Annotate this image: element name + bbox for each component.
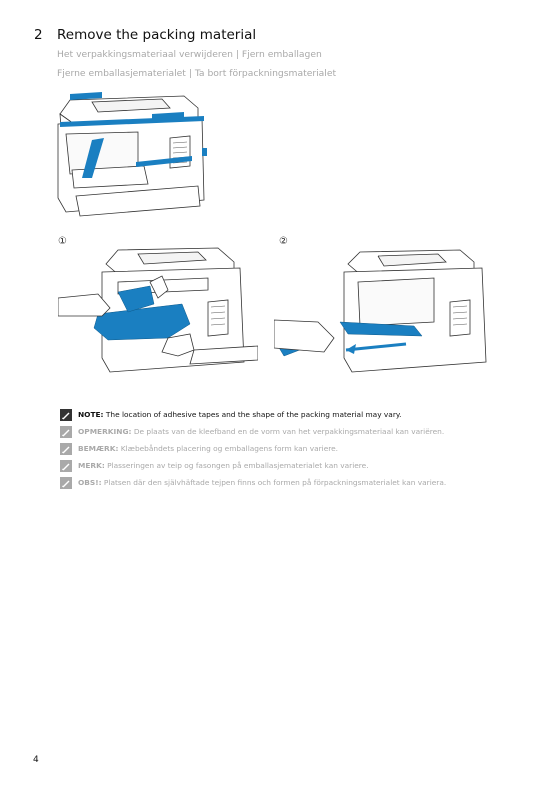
note-da: BEMÆRK: Klæbebåndets placering og emball…: [60, 440, 446, 457]
note-body: Plasseringen av teip og fasongen på emba…: [104, 461, 369, 470]
step-number: 2: [34, 27, 43, 43]
step2-pull-tape-illustration: [274, 249, 487, 373]
note-en: NOTE: The location of adhesive tapes and…: [60, 406, 446, 423]
note-label: OPMERKING:: [78, 427, 132, 436]
step1-remove-packing-illustration: [58, 247, 258, 373]
note-body: Platsen där den självhäftade tejpen finn…: [101, 478, 447, 487]
note-no: MERK: Plasseringen av teip og fasongen p…: [60, 457, 446, 474]
note-body: Klæbebåndets placering og emballagens fo…: [118, 444, 339, 453]
subtitle-no-sv: Fjerne emballasjematerialet | Ta bort fö…: [57, 68, 337, 79]
note-sv: OBS!: Platsen där den självhäftade tejpe…: [60, 474, 446, 491]
note-label: BEMÆRK:: [78, 444, 119, 453]
page-title: Remove the packing material: [57, 27, 257, 43]
note-body: The location of adhesive tapes and the s…: [103, 410, 402, 419]
note-label: MERK:: [78, 461, 105, 470]
printer-with-tapes-illustration: [57, 92, 207, 217]
note-label: NOTE:: [78, 410, 104, 419]
note-pencil-icon: [60, 442, 72, 455]
note-label: OBS!:: [78, 478, 102, 487]
notes-list: NOTE: The location of adhesive tapes and…: [60, 406, 446, 491]
callout-2: ②: [279, 236, 288, 247]
note-body: De plaats van de kleefband en de vorm va…: [131, 427, 445, 436]
page-number: 4: [33, 755, 39, 765]
note-pencil-icon: [60, 476, 72, 489]
note-pencil-icon: [60, 425, 72, 438]
note-pencil-icon: [60, 408, 72, 421]
callout-1: ①: [58, 236, 67, 247]
note-nl: OPMERKING: De plaats van de kleefband en…: [60, 423, 446, 440]
subtitle-nl-da: Het verpakkingsmateriaal verwijderen | F…: [57, 49, 322, 60]
note-pencil-icon: [60, 459, 72, 472]
